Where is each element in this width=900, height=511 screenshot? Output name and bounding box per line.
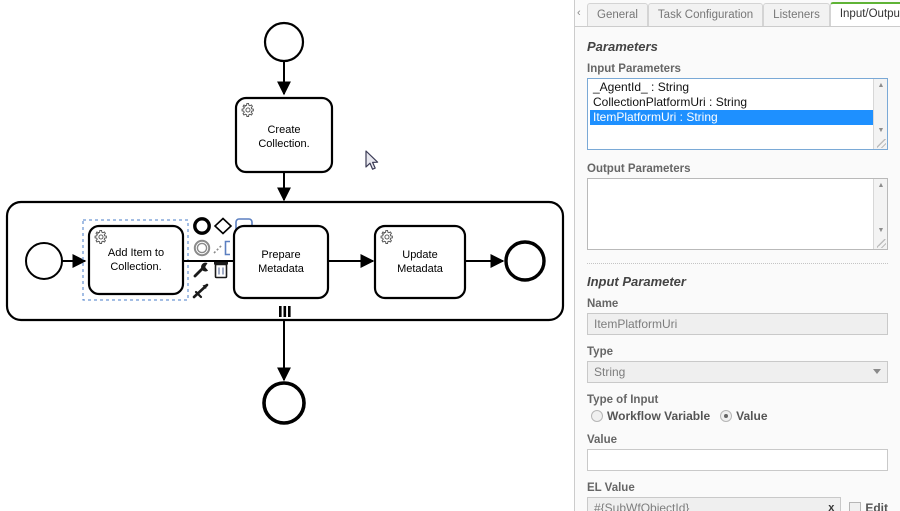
- tab-task-configuration[interactable]: Task Configuration: [647, 3, 764, 26]
- output-parameters-listbox[interactable]: ▲ ▼: [587, 178, 888, 250]
- end-event: [262, 381, 306, 425]
- bpmn-diagram-svg: [5, 21, 565, 425]
- radio-icon[interactable]: [591, 410, 603, 422]
- tab-general[interactable]: General: [587, 3, 648, 26]
- scroll-up-icon[interactable]: ▲: [877, 182, 885, 189]
- append-text-annotation-icon: [213, 240, 230, 256]
- input-parameters-scrollbar[interactable]: ▲ ▼: [873, 79, 887, 149]
- value-field[interactable]: [587, 449, 888, 471]
- type-of-input-label: Type of Input: [587, 394, 659, 406]
- radio-workflow-variable[interactable]: Workflow Variable: [591, 409, 710, 423]
- radio-value[interactable]: Value: [720, 409, 768, 423]
- type-select[interactable]: [587, 361, 888, 383]
- scroll-down-icon[interactable]: ▼: [877, 127, 885, 134]
- clear-icon[interactable]: x: [828, 502, 835, 511]
- tab-listeners[interactable]: Listeners: [763, 3, 830, 26]
- sub-end-event: [504, 240, 546, 282]
- wrench-icon: [193, 262, 209, 278]
- input-parameters-label: Input Parameters: [587, 63, 681, 75]
- append-gateway-icon: [213, 217, 233, 235]
- context-pad: [192, 217, 253, 299]
- output-parameters-label: Output Parameters: [587, 163, 691, 175]
- section-divider: [587, 263, 888, 264]
- list-item[interactable]: CollectionPlatformUri : String: [593, 95, 748, 109]
- list-item[interactable]: ItemPlatformUri : String: [590, 110, 873, 125]
- gear-icon: [94, 229, 107, 244]
- type-select-wrapper[interactable]: [587, 361, 888, 383]
- trash-icon: [214, 262, 228, 279]
- input-parameters-listbox[interactable]: _AgentId_ : String CollectionPlatformUri…: [587, 78, 888, 150]
- scroll-up-icon[interactable]: ▲: [877, 82, 885, 89]
- tab-input-output[interactable]: Input/Output: [829, 2, 900, 26]
- name-field[interactable]: [587, 313, 888, 335]
- parameters-heading: Parameters: [587, 39, 658, 54]
- type-label: Type: [587, 346, 613, 358]
- gear-icon: [241, 102, 254, 117]
- input-parameter-heading: Input Parameter: [587, 274, 686, 289]
- append-intermediate-event-inner: [196, 242, 208, 254]
- list-item[interactable]: _AgentId_ : String: [593, 80, 690, 94]
- value-label: Value: [587, 434, 618, 446]
- el-value-field-wrapper[interactable]: x: [587, 497, 842, 511]
- parallel-multi-instance-marker: [279, 306, 291, 317]
- el-value-field[interactable]: [587, 497, 842, 511]
- sub-start-event: [25, 242, 63, 280]
- chevron-left-icon[interactable]: ‹: [577, 7, 581, 19]
- bpmn-canvas[interactable]: Create Collection. Add Item to Collectio…: [0, 0, 574, 511]
- radio-workflow-variable-label: Workflow Variable: [607, 409, 711, 423]
- el-value-row: x Edit: [587, 497, 888, 511]
- type-of-input-radio-group[interactable]: Workflow Variable Value: [591, 409, 888, 423]
- gear-icon: [380, 229, 393, 244]
- edit-checkbox-label: Edit: [865, 501, 888, 511]
- connect-icon: [192, 283, 209, 299]
- task-prepare-metadata: [232, 224, 330, 300]
- resize-grip[interactable]: [874, 237, 887, 249]
- resize-grip[interactable]: [874, 137, 887, 149]
- el-value-label: EL Value: [587, 482, 635, 494]
- append-end-event-icon: [193, 217, 211, 235]
- name-label: Name: [587, 298, 619, 310]
- radio-value-label: Value: [736, 409, 768, 423]
- start-event: [263, 21, 305, 63]
- output-parameters-scrollbar[interactable]: ▲ ▼: [873, 179, 887, 249]
- radio-icon-selected[interactable]: [720, 410, 733, 422]
- edit-checkbox[interactable]: Edit: [849, 501, 888, 511]
- checkbox-icon[interactable]: [849, 502, 862, 511]
- scroll-down-icon[interactable]: ▼: [877, 227, 885, 234]
